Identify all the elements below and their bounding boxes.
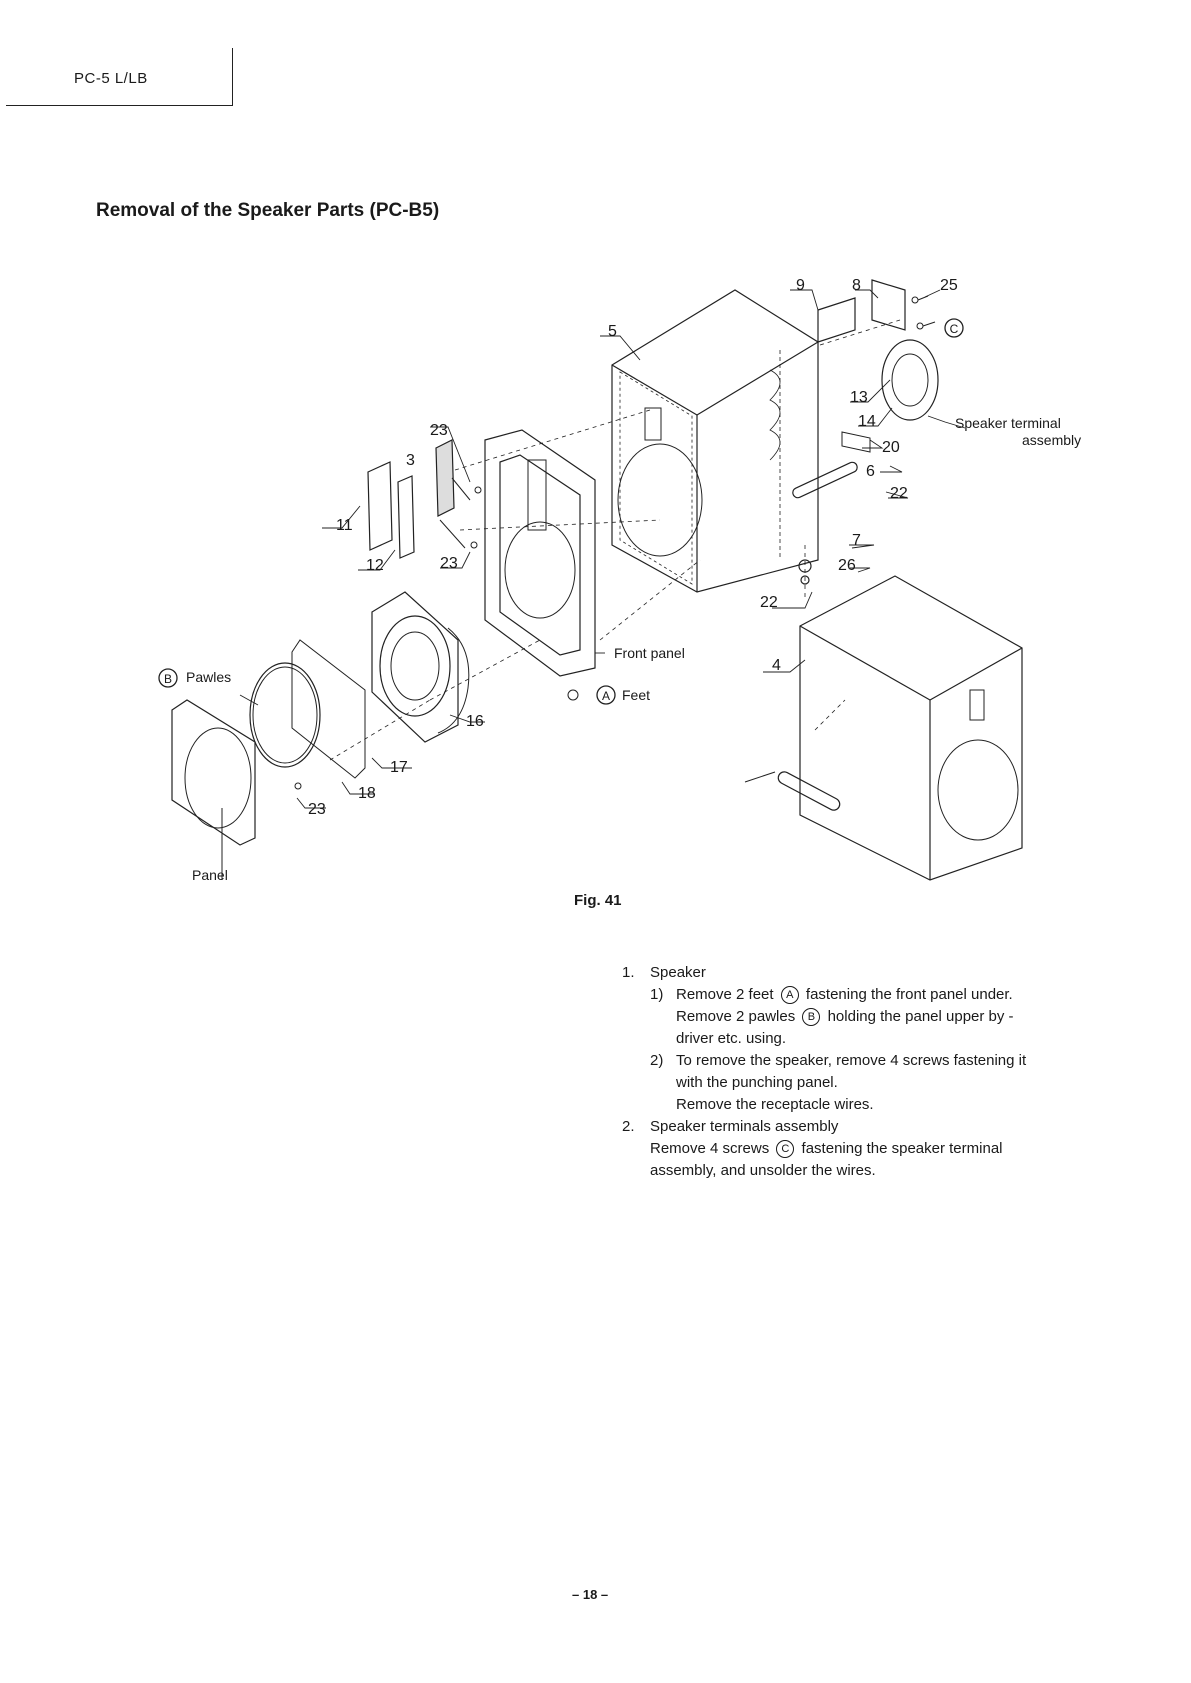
- callout-16: 16: [466, 713, 484, 730]
- section-title: Removal of the Speaker Parts (PC-B5): [96, 200, 440, 221]
- leader-lines: [239, 289, 966, 809]
- terminal-assembly: [792, 279, 939, 585]
- callout-22-feet: 22: [760, 594, 778, 611]
- screw-glyphs: [294, 295, 936, 790]
- header-frame: [6, 48, 233, 106]
- step-2-title: Speaker terminals assembly: [650, 1118, 839, 1135]
- step-2-text-b: fastening the speaker terminal: [801, 1140, 1003, 1157]
- label-speaker-terminal-line1: Speaker terminal: [955, 415, 1061, 431]
- label-panel: Panel: [192, 867, 228, 883]
- punching-panel: [249, 639, 366, 779]
- callout-5: 5: [608, 323, 617, 340]
- figure-caption: Fig. 41: [574, 892, 622, 909]
- grille-panel: [171, 699, 256, 880]
- page-number: – 18 –: [572, 1587, 609, 1602]
- step-2-number: 2.: [622, 1118, 635, 1135]
- step-2-text-c: assembly, and unsolder the wires.: [650, 1162, 876, 1179]
- step-1-2-text-b: with the punching panel.: [676, 1074, 838, 1091]
- mark-a-icon: A: [780, 986, 799, 1004]
- svg-text:B: B: [164, 672, 172, 686]
- callout-25: 25: [940, 277, 958, 294]
- step-1-2-text-a: To remove the speaker, remove 4 screws f…: [676, 1052, 1027, 1069]
- instructions: 1. Speaker 1) Remove 2 feet A fastening …: [622, 962, 1092, 1182]
- callout-23-middle: 23: [440, 555, 458, 572]
- svg-text:C: C: [950, 322, 959, 336]
- exploded-view-diagram: 5 9 8 25 13 14 20 6 22 7 26 22 23 3 11 1…: [158, 277, 1081, 883]
- callout-23-upper: 23: [430, 422, 448, 439]
- callout-26: 26: [838, 557, 856, 574]
- step-2: 2. Speaker terminals assembly: [622, 1116, 1092, 1138]
- label-pawles: Pawles: [186, 669, 231, 685]
- callout-6: 6: [866, 463, 875, 480]
- step-1-1: 1) Remove 2 feet A fastening the front p…: [622, 984, 1092, 1006]
- step-1-1-text-e: driver etc. using.: [676, 1030, 787, 1047]
- woofer-unit: [371, 591, 470, 743]
- callout-7: 7: [852, 532, 861, 549]
- mark-b-icon: B: [802, 1008, 821, 1026]
- svg-text:A: A: [602, 689, 610, 703]
- callout-14: 14: [858, 413, 876, 430]
- assembly-guide-lines: [329, 319, 901, 761]
- mark-c-icon: C: [776, 1140, 795, 1158]
- step-1-1-text-a: Remove 2 feet: [676, 986, 774, 1003]
- label-speaker-terminal-line2: assembly: [1022, 432, 1081, 448]
- circled-mark-c: C: [944, 318, 964, 338]
- circled-mark-a: A: [596, 685, 616, 705]
- callout-8: 8: [852, 277, 861, 294]
- step-1-title: Speaker: [650, 964, 706, 981]
- callout-23-lower: 23: [308, 801, 326, 818]
- label-feet: Feet: [622, 687, 650, 703]
- step-1-1-text-c: Remove 2 pawles: [676, 1008, 796, 1025]
- callout-9: 9: [796, 277, 805, 294]
- callout-12: 12: [366, 557, 384, 574]
- step-1-2: 2) To remove the speaker, remove 4 screw…: [622, 1050, 1092, 1072]
- step-1-1-text-d: holding the panel upper by -: [827, 1008, 1014, 1025]
- step-1-number: 1.: [622, 964, 635, 981]
- callout-20: 20: [882, 439, 900, 456]
- callout-4: 4: [772, 657, 781, 674]
- callout-3: 3: [406, 452, 415, 469]
- callout-13: 13: [850, 389, 868, 406]
- circled-mark-b: B: [158, 668, 178, 688]
- step-1-2-number: 2): [650, 1052, 664, 1069]
- cabinet-rear: [744, 575, 1023, 881]
- step-2-text-a: Remove 4 screws: [650, 1140, 770, 1157]
- step-1-2-text-c: Remove the receptacle wires.: [676, 1096, 874, 1113]
- callout-17: 17: [390, 759, 408, 776]
- tweeter-parts: [367, 439, 471, 559]
- callout-22-terminal: 22: [890, 485, 908, 502]
- front-panel-frame: [484, 429, 596, 677]
- callout-18: 18: [358, 785, 376, 802]
- label-front-panel: Front panel: [614, 645, 685, 661]
- step-1-1-number: 1): [650, 986, 664, 1003]
- callout-11: 11: [336, 517, 353, 534]
- step-1: 1. Speaker: [622, 962, 1092, 984]
- step-1-1-text-b: fastening the front panel under.: [805, 986, 1013, 1003]
- cabinet-main: [611, 289, 819, 593]
- model-code: PC-5 L/LB: [74, 70, 148, 87]
